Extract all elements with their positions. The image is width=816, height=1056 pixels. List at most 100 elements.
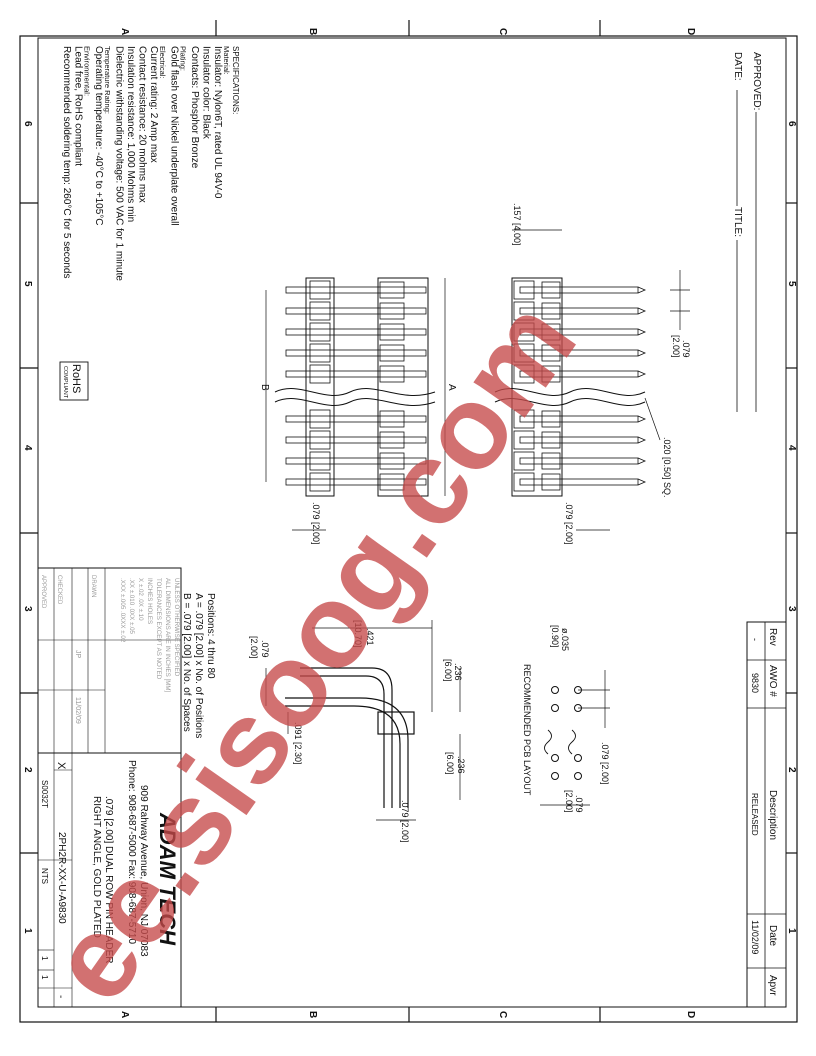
front-pin [285,307,427,315]
pin-cell [513,430,535,450]
top-pin [519,415,639,423]
inner-border [37,37,787,1008]
front-pin [285,328,427,336]
company-address: 909 Rahway Avenue, Union, NJ 07083 [138,785,149,957]
spec-line: Material: [222,46,231,75]
front-pin [285,436,427,444]
zone-number-right-5: 5 [786,281,797,287]
dim-079-bottom: .079 [2.00] [311,502,321,545]
company-phone: Phone: 908-687-5000 Fax: 908-687-5710 [126,760,137,944]
positions-line-1: Positions: 4 thru 80 [205,593,216,679]
pin-shoulder [541,365,561,383]
front-pin [285,286,427,294]
dim-pitch: .079 [681,340,691,358]
spec-line: Insulation resistance: 1,000 Mohms min [125,46,136,222]
pcb-hole [574,772,582,780]
pin-cell [513,301,535,321]
dim-035-mm: [0.90] [550,625,560,648]
rohs-text: RoHS [70,364,82,393]
side-pin-inner [285,705,401,808]
dim-pitch-mm: [2.00] [671,335,681,358]
dim-079-side-mm: [2.00] [249,636,259,659]
break-line [274,398,436,406]
pin-tip [637,436,647,444]
zone-letter-bottom-b: B [307,1011,318,1018]
part-title-1: .079 [2.00] DUAL ROW PIN HEADER [103,796,114,963]
sheet-of-value: 1 [40,975,49,980]
title-block [37,567,182,1008]
pin-cell [513,364,535,384]
pin-cell [513,322,535,342]
dim-pcb-079a: .079 [2.00] [600,742,610,785]
zone-letter-bottom-d: D [685,1011,696,1018]
dim-label-a: A [446,384,457,391]
pin-shoulder [541,452,561,470]
rohs-badge: RoHS COMPLIANT [59,361,89,401]
pcb-layout-label: RECOMMENDED PCB LAYOUT [522,664,532,796]
top-pin [519,307,639,315]
date-label: DATE: [732,52,743,81]
revision-table [746,621,787,1008]
tolerance-line: TOLERANCES EXCEPT AS NOTED [155,578,162,680]
dim-label-b: B [259,384,270,391]
zone-number-right-2: 2 [786,767,797,773]
zone-letter-top-c: C [497,28,508,35]
sheet-value: 1 [40,956,49,961]
part-number: 2PH2R-XX-U-A9830 [56,832,67,924]
tolerance-line: ALL DIMENSIONS ARE IN INCHES [MM] [164,578,171,693]
positions-line-3: B = .079 [2.00] x No. of Spaces [181,593,192,732]
front-pin-cell [309,322,331,342]
pin-cell [513,472,535,492]
front-pin-cell [309,430,331,450]
dim-236b: .236 [456,756,466,774]
dim-035: ø.035 [560,628,570,651]
spec-line: Contact resistance: 20 mohms max [137,46,148,203]
pin-tip [637,457,647,465]
front-pin-cell [309,451,331,471]
approval-block: APPROVED: DATE: TITLE: [732,52,762,412]
top-pin [519,349,639,357]
checked-label: CHECKED [56,575,62,605]
front-pin-shoulder [379,452,405,470]
pin-shoulder [541,431,561,449]
front-pin-cell [309,280,331,300]
top-pin [519,286,639,294]
pin-tip [637,307,647,315]
break-line [494,388,646,396]
positions-line-2: A = .079 [2.00] x No. of Positions [193,593,204,738]
company-name: ADAM TECH [155,812,180,946]
size-value: X [55,762,67,770]
front-housing-right [377,277,429,497]
front-pin-shoulder [379,323,405,341]
pin-tip [637,478,647,486]
zone-number-right-3: 3 [786,606,797,612]
zone-number-left-2: 2 [22,767,33,773]
pin-cell [513,451,535,471]
zone-letter-bottom-a: A [119,1011,130,1018]
zone-number-right-6: 6 [786,121,797,127]
front-pin [285,478,427,486]
tolerance-line: X ±.02 .0X ±.10 [137,578,144,621]
dim-079-side: .079 [260,640,270,658]
pin-shoulder [541,323,561,341]
front-pin [285,370,427,378]
drawn-label: DRAWN [90,575,96,597]
dim-pcb-079b: .079 [574,795,584,813]
rev-value-tb: - [55,995,66,998]
zone-letter-top-a: A [119,28,130,35]
pin-tip [637,328,647,336]
dim-236a-mm: [6.00] [443,659,453,682]
pin-shoulder [541,281,561,299]
side-pin-outer [300,675,385,808]
spec-line: Gold flash over Nickel underplate overal… [169,46,180,226]
zone-letter-bottom-c: C [497,1011,508,1018]
pin-shoulder [541,410,561,428]
approved-label-tb: APPROVED [40,575,46,609]
part-title-2: RIGHT ANGLE, GOLD PLATED [91,796,102,938]
front-pin-cell [309,364,331,384]
dim-079-side-bottom: .079 [2.00] [400,800,410,843]
dim-157: .157 [4.00] [512,203,522,246]
zone-letter-top-b: B [307,28,318,35]
side-pin-inner [285,697,409,808]
